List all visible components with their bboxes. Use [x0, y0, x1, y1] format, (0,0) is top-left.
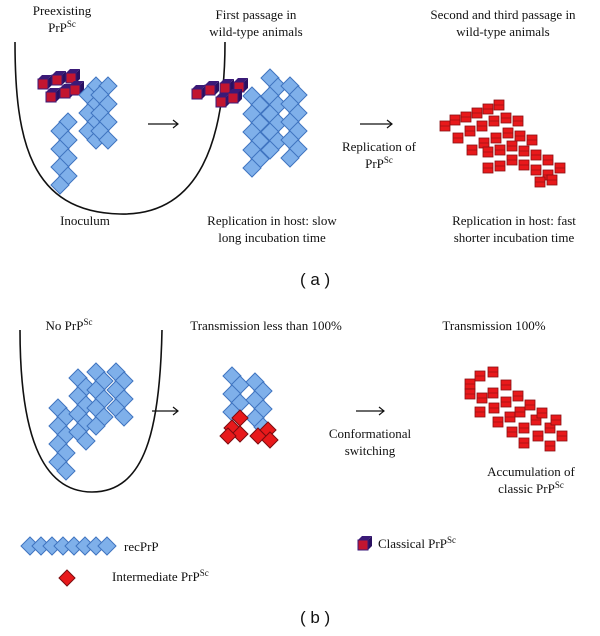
arrow-b2 — [356, 406, 385, 416]
legend-recprp-label: recPrP — [124, 539, 159, 554]
label-first-passage: First passage in wild-type animals — [209, 7, 303, 39]
arrow-b1 — [152, 406, 179, 416]
preexisting-prpsc-cubes — [37, 68, 85, 103]
legend-intermediate-label: Intermediate PrPSc — [112, 568, 209, 585]
transmission-partial-stacks — [219, 366, 279, 449]
first-passage-recprp-stacks — [242, 68, 308, 178]
legend-classical-icon — [357, 535, 373, 551]
panel-label-a: ( a ) — [300, 270, 331, 289]
arrow-a2 — [360, 119, 393, 129]
label-transmission-full: Transmission 100% — [442, 318, 546, 333]
legend-intermediate-icon — [58, 569, 76, 587]
arrow-a1 — [148, 119, 179, 129]
legend-recprp-icon — [20, 536, 117, 556]
label-inoculum: Inoculum — [60, 213, 110, 228]
label-no-prpsc: No PrPSc — [45, 317, 93, 334]
legend-classical-label: Classical PrPSc — [378, 535, 456, 552]
label-replication-fast: Replication in host: fast shorter incuba… — [452, 213, 576, 245]
second-passage-red-cubes — [439, 99, 566, 188]
label-transmission-less: Transmission less than 100% — [190, 318, 342, 333]
label-replication-of: Replication of PrPSc — [341, 139, 416, 171]
transmission-full-red-cubes — [464, 366, 568, 452]
label-second-passage: Second and third passage in wild-type an… — [430, 7, 576, 39]
label-conformational: Conformational switching — [328, 426, 412, 458]
label-replication-slow: Replication in host: slow long incubatio… — [207, 213, 337, 245]
panel-label-b: ( b ) — [300, 608, 331, 627]
tube-a — [14, 41, 226, 215]
first-passage-prpsc-cubes — [191, 77, 249, 108]
tube-b-recprp-stacks — [48, 362, 134, 481]
label-preexisting: Preexisting PrPSc — [32, 3, 92, 35]
label-accumulation: Accumulation of classic PrPSc — [487, 464, 575, 496]
